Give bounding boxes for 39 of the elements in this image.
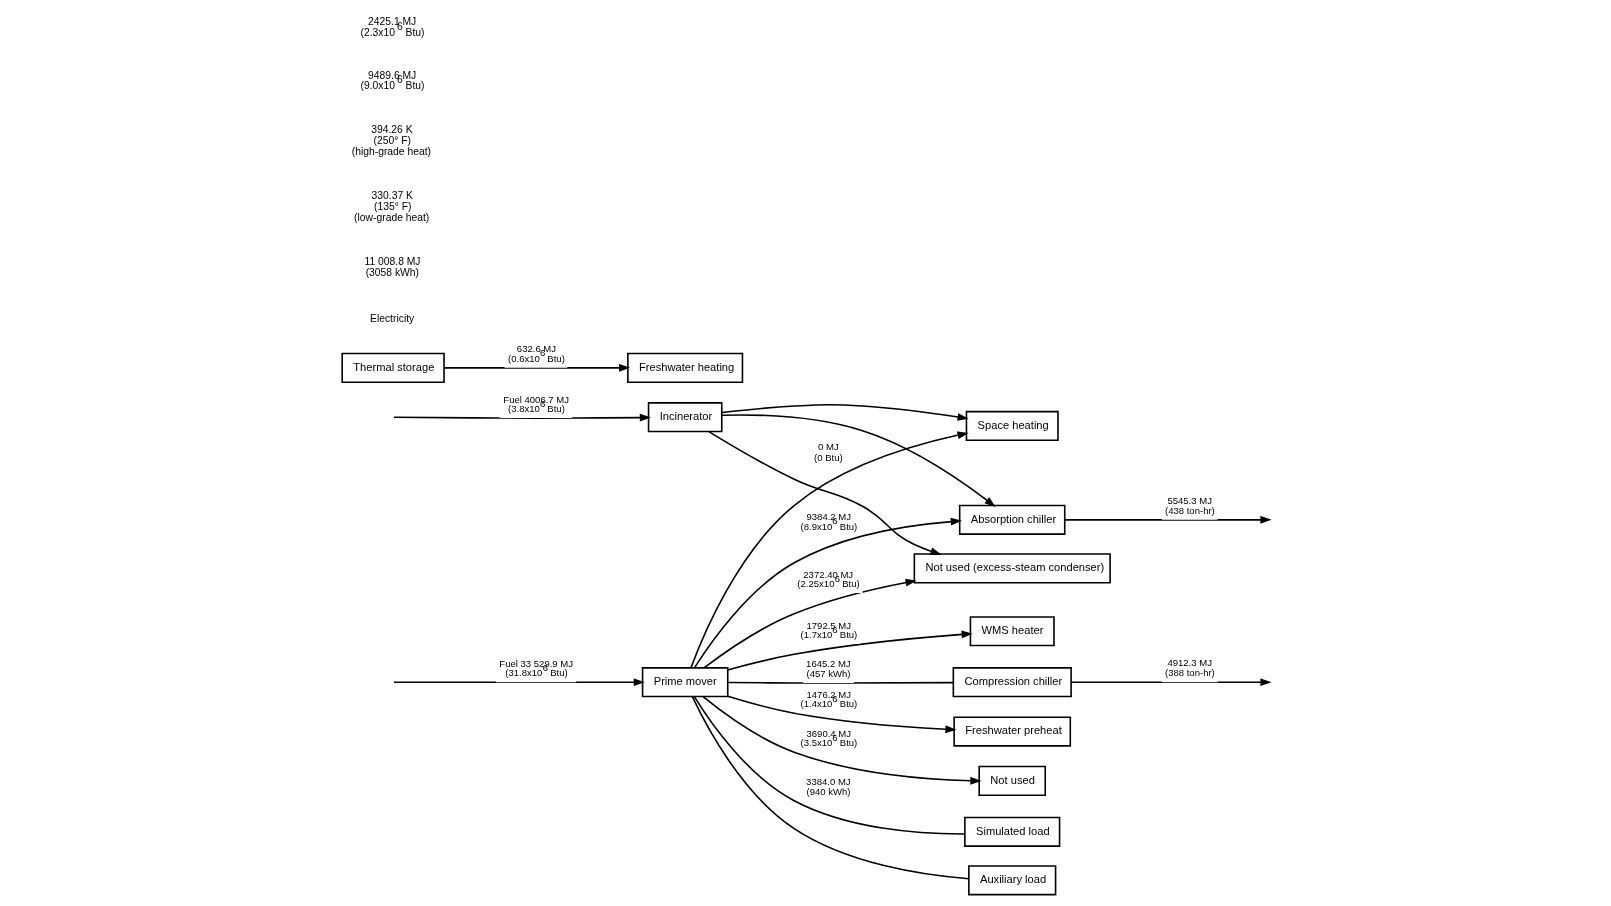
arrow — [726, 695, 956, 734]
node-box: Auxiliary load — [967, 865, 1056, 896]
arrow — [392, 413, 651, 422]
label: 330.37 K (135° F) (low-grade heat) — [353, 189, 429, 223]
arrow — [1063, 515, 1272, 524]
edge-label: 3384.0 MJ (940 kWh) — [805, 775, 851, 797]
arrow — [703, 578, 917, 669]
node-box: Thermal storage — [340, 352, 445, 383]
arrow — [726, 630, 973, 671]
node-box: Compression chiller — [952, 667, 1072, 698]
node-box: Space heating — [965, 410, 1059, 442]
arrow — [720, 403, 969, 421]
arrow — [693, 517, 962, 669]
arrow — [707, 430, 942, 555]
arrow — [701, 695, 981, 785]
label: 394.26 K (250° F) (high-grade heat) — [351, 123, 431, 157]
label: 11 008.8 MJ (3058 kWh) — [363, 255, 421, 278]
arrow — [689, 431, 969, 669]
node-box: Freshwater preheat — [952, 716, 1071, 747]
node-box: Not used (excess-steam condenser) — [913, 553, 1111, 584]
node-box: Incinerator — [647, 402, 723, 433]
arrow — [1069, 678, 1272, 687]
node-box: WMS heater — [969, 616, 1055, 647]
node-box: Prime mover — [641, 667, 729, 698]
node-box: Simulated load — [963, 816, 1060, 847]
edge-label: 0 MJ (0 Btu) — [813, 441, 843, 463]
arrow — [720, 414, 996, 507]
edge-label: 5545.3 MJ (438 ton-hr) — [1164, 494, 1215, 516]
connector — [726, 681, 954, 684]
label: Electricity — [369, 313, 414, 325]
node-box: Not used — [977, 765, 1046, 796]
edge-label: 4912.3 MJ (388 ton-hr) — [1164, 656, 1215, 679]
arrow — [392, 678, 645, 687]
node-box: Freshwater heating — [626, 352, 743, 383]
arrow — [442, 363, 630, 372]
edge-label: 1645.2 MJ (457 kWh) — [805, 657, 851, 680]
node-box: Absorption chiller — [958, 504, 1066, 535]
connector — [691, 695, 970, 880]
connector — [693, 695, 966, 835]
